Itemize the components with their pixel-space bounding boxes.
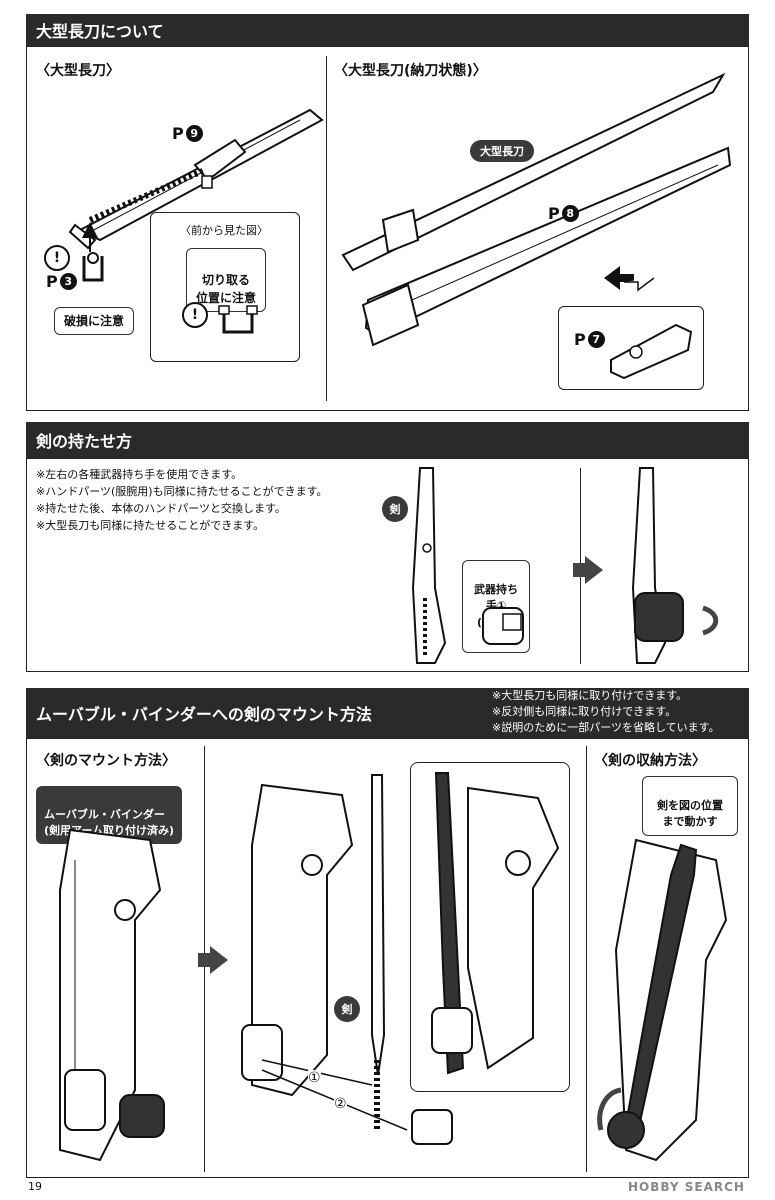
part-number-8: 8 [561,205,579,222]
long-blade-illustration [68,108,324,252]
section3-note-3: ※説明のために一部パーツを省略しています。 [492,721,720,734]
weapon-hand-illustration [482,607,524,645]
page-number: 19 [28,1180,42,1193]
part-p3-illustration [82,252,104,282]
part-number-3: 3 [59,273,77,290]
section2-note-4: ※大型長刀も同様に持たせることができます。 [36,519,265,532]
section2-title: 剣の持たせ方 [36,432,133,451]
mount-detail-illustration [431,772,560,1075]
long-blade-sheathed-subtitle: 〈大型長刀(納刀状態)〉 [334,63,487,79]
part-p7-illustration [610,323,693,380]
section3-note-2: ※反対側も同様に取り付けできます。 [492,705,677,718]
mount-sword-tag: 剣 [334,996,360,1022]
section3-header: ムーバブル・バインダーへの剣のマウント方法 [26,688,749,738]
damage-caution-box: 破損に注意 [54,307,134,335]
long-blade-subtitle: 〈大型長刀〉 [36,63,120,79]
caution-icon: ! [44,245,70,271]
section1-header: 大型長刀について [26,14,749,46]
section3-note-1: ※大型長刀も同様に取り付けできます。 [492,689,688,702]
front-view-title: 〈前から見た図〉 [180,224,268,237]
swap-arrow-icon [604,266,655,292]
mount-step-1: ① [308,1070,321,1086]
move-sword-instruction-box: 剣を図の位置 まで動かす [642,776,738,836]
section2-note-1: ※左右の各種武器持ち手を使用できます。 [36,468,243,481]
caution-icon-inset: ! [182,302,208,328]
binder-label: ムーバブル・バインダー (剣用アーム取り付け済み) [36,786,183,844]
sword-tag: 剣 [382,496,408,522]
part-number-9: 9 [185,125,203,142]
cut-position-caution-box: 切り取る 位置に注意 [186,248,266,312]
section2-note-3: ※持たせた後、本体のハンドパーツと交換します。 [36,502,286,515]
sword-held-illustration [631,467,719,664]
step-arrow-icon [573,556,603,584]
section3-title: ムーバブル・バインダーへの剣のマウント方法 [36,705,372,724]
section2-notes: ※左右の各種武器持ち手を使用できます。 ※ハンドパーツ(服腕用)も同様に持たせる… [36,466,327,534]
mount-step-2: ② [334,1096,347,1112]
section2-note-2: ※ハンドパーツ(服腕用)も同様に持たせることができます。 [36,485,328,498]
binder-illustration [59,828,165,1162]
mount-step-arrow-icon [198,946,228,974]
sword-hold-illustration [411,467,447,664]
sword-store-illustration [597,838,728,1162]
sword-store-subtitle: 〈剣の収納方法〉 [594,753,706,769]
section3-divider [586,746,587,1172]
cut-part-illustration [218,305,258,334]
sword-mount-subtitle: 〈剣のマウント方法〉 [36,753,176,769]
long-blade-tag: 大型長刀 [470,140,534,162]
binder-mount-illustration [241,774,453,1145]
section2-header: 剣の持たせ方 [26,422,749,458]
sheathed-blade-illustration [341,72,732,347]
watermark: HOBBY SEARCH [628,1180,745,1194]
part-number-7: 7 [587,331,605,348]
section1-title: 大型長刀について [36,22,164,41]
section1-divider [326,56,327,401]
section2-panel [26,458,749,672]
section3-notes: ※大型長刀も同様に取り付けできます。 ※反対側も同様に取り付けできます。 ※説明… [492,688,720,736]
